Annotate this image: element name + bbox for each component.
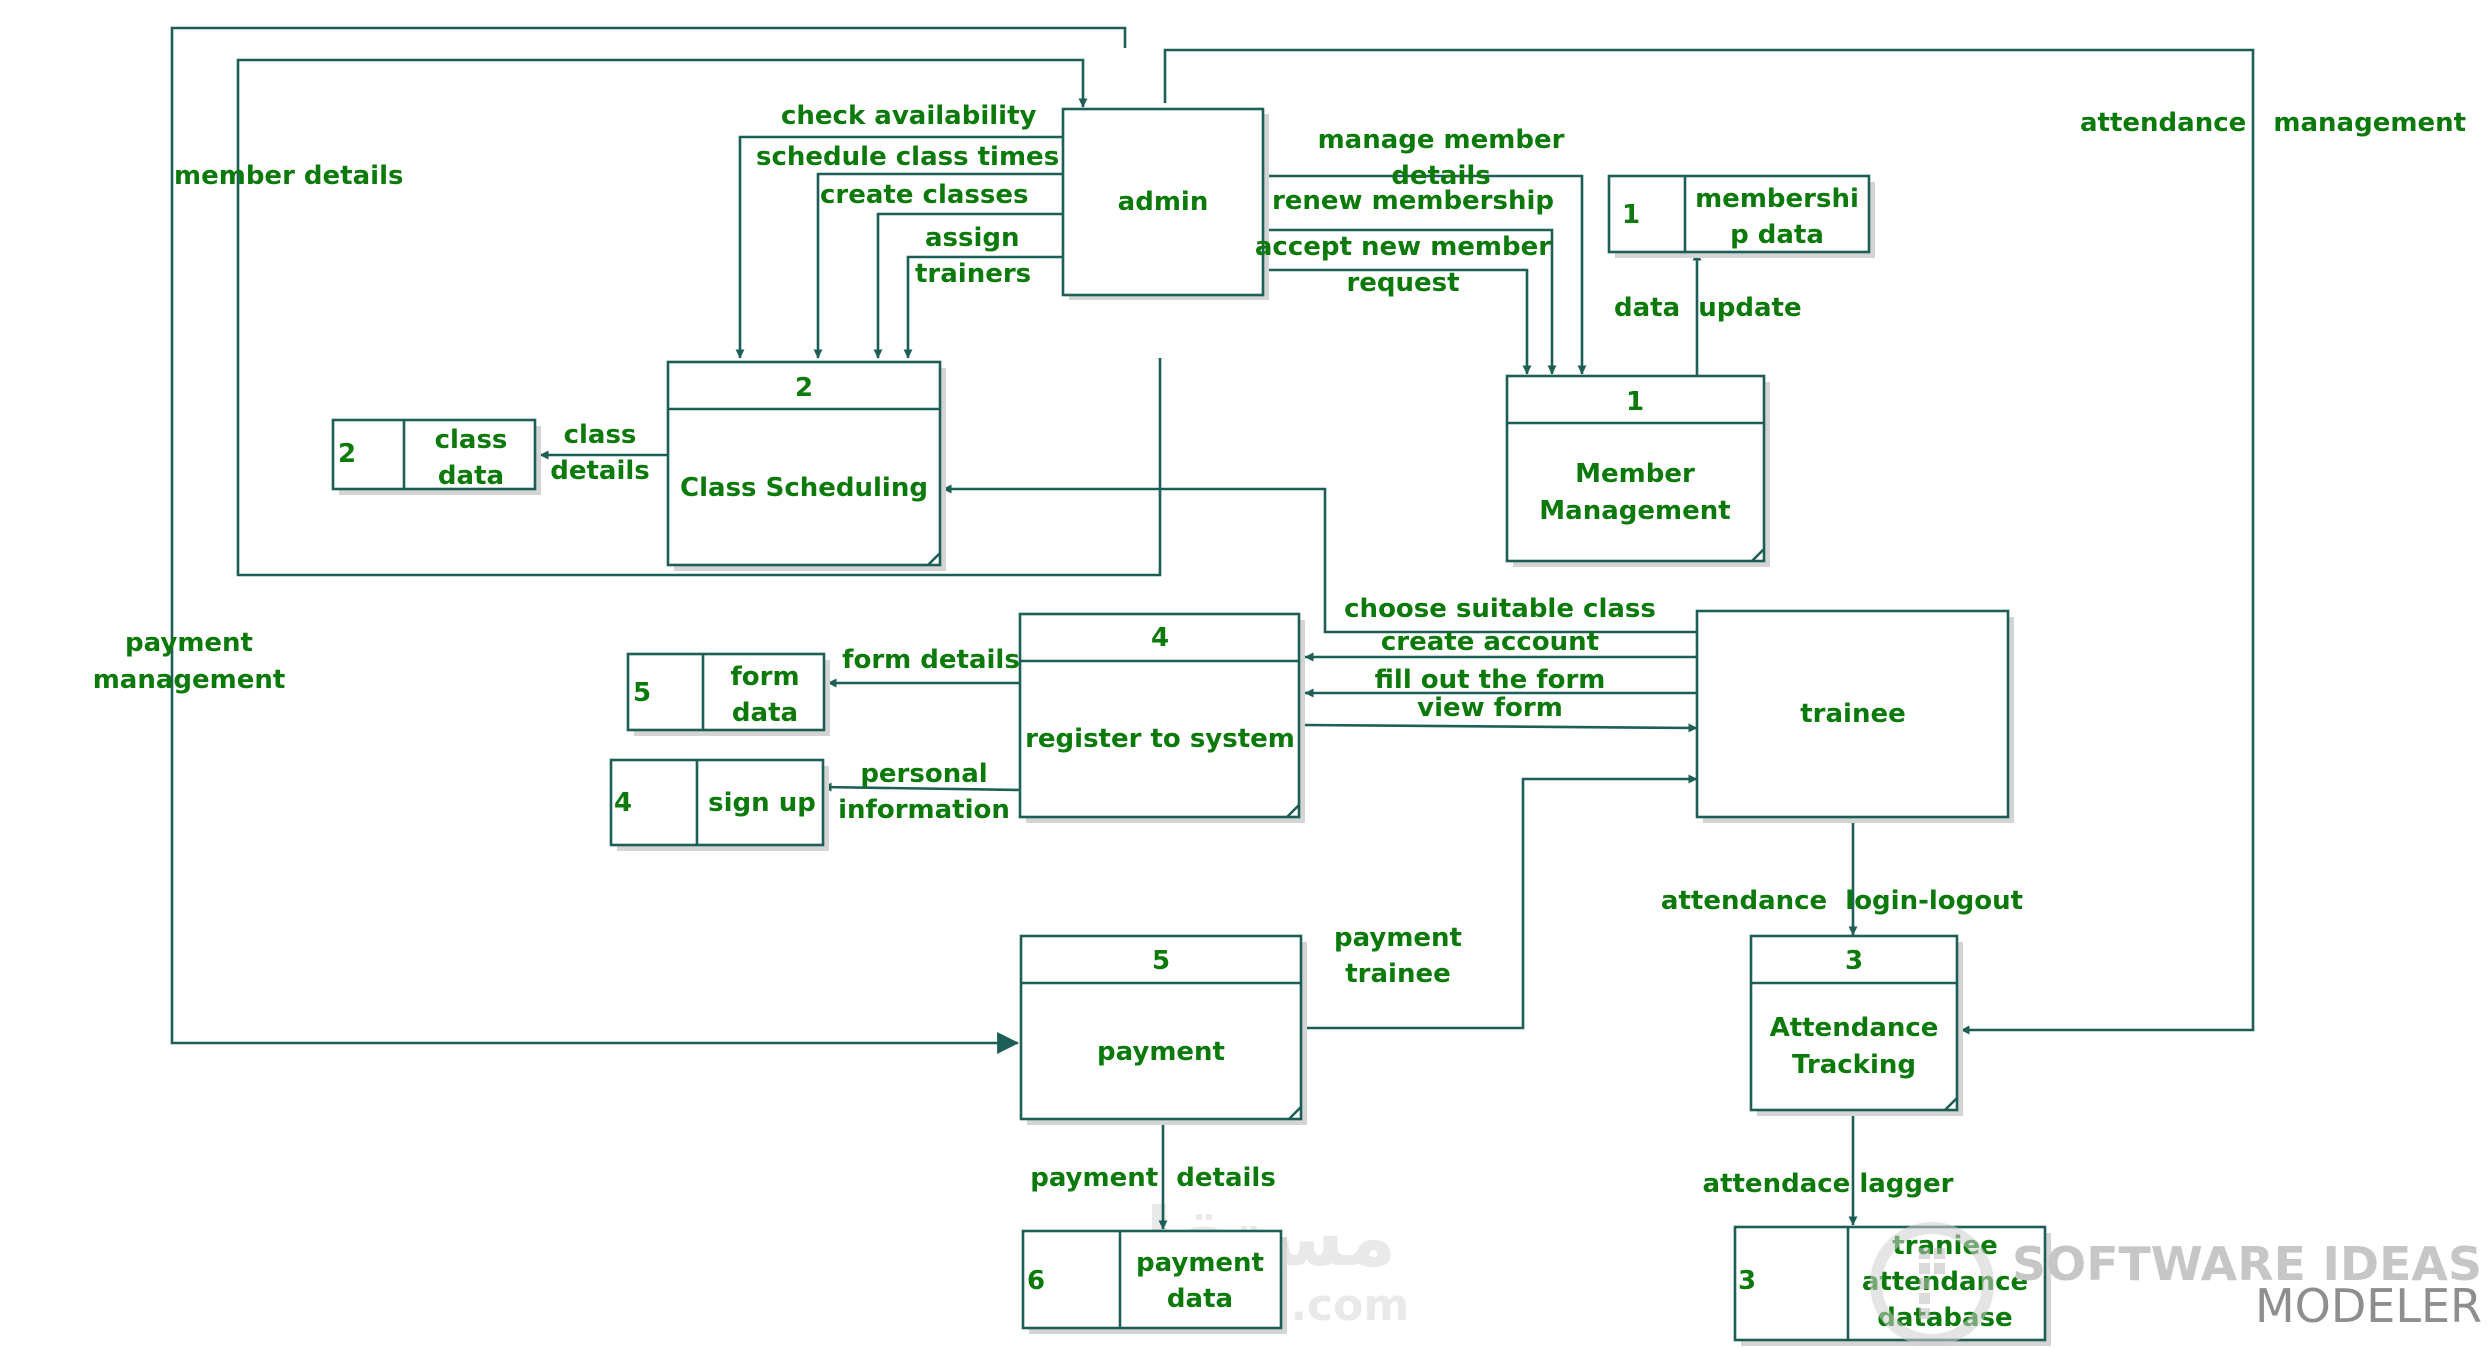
flow-personal-information <box>822 782 1021 792</box>
flow-lines <box>170 26 2255 1230</box>
label-personal: personal <box>860 759 987 789</box>
store-membership-name-line2: p data <box>1730 220 1824 250</box>
label-information: information <box>838 795 1010 825</box>
process-payment[interactable]: 5 payment <box>1019 934 1307 1125</box>
process-register-to-system[interactable]: 4 register to system <box>1018 612 1305 823</box>
store-class-data-name-line2: data <box>438 461 504 491</box>
process-register-name: register to system <box>1025 724 1295 754</box>
store-sign-up-name: sign up <box>708 788 816 818</box>
label-schedule-class-times: schedule class times <box>756 142 1059 172</box>
flow-labels: check availability schedule class times … <box>93 101 2466 1199</box>
process-payment-number: 5 <box>1152 946 1170 976</box>
flow-accept-new-member <box>1265 268 1532 375</box>
process-attendance-tracking-name-line1: Attendance <box>1770 1013 1939 1043</box>
watermark-modeler: MODELER <box>2255 1279 2482 1333</box>
label-create-classes: create classes <box>820 180 1028 210</box>
store-membership-number: 1 <box>1622 200 1640 230</box>
process-member-management-number: 1 <box>1626 387 1644 417</box>
flow-member-details <box>236 58 1162 577</box>
flow-check-availability <box>735 135 1063 359</box>
store-form-data-number: 5 <box>633 678 651 708</box>
label-member-details: member details <box>174 161 403 191</box>
label-attendance-login-logout: attendance login-logout <box>1661 886 2023 916</box>
process-member-management-name-line1: Member <box>1575 459 1695 489</box>
label-assign: assign <box>925 223 1020 253</box>
flow-view-form <box>1304 723 1698 733</box>
entity-admin[interactable]: admin <box>1061 107 1269 300</box>
store-payment-data[interactable]: 6 payment data <box>1021 1229 1287 1334</box>
label-payment-trainee-line1: payment <box>1334 923 1462 953</box>
flow-assign-trainers <box>903 255 1063 359</box>
process-payment-name: payment <box>1097 1037 1225 1067</box>
process-class-scheduling-number: 2 <box>795 373 813 403</box>
store-class-data[interactable]: 2 class data <box>331 418 541 495</box>
label-attendace-lagger: attendace lagger <box>1703 1169 1954 1199</box>
label-view-form: view form <box>1417 693 1563 723</box>
label-trainers: trainers <box>915 259 1031 289</box>
process-member-management[interactable]: 1 Member Management <box>1505 374 1770 567</box>
store-sign-up-number: 4 <box>614 788 632 818</box>
label-request: request <box>1346 268 1459 298</box>
flow-renew-membership <box>1265 228 1557 375</box>
store-payment-data-name-line1: payment <box>1136 1248 1264 1278</box>
label-payment-details: payment details <box>1030 1163 1276 1193</box>
process-attendance-tracking-number: 3 <box>1845 946 1863 976</box>
flow-choose-suitable-class <box>942 484 1697 634</box>
label-management: management <box>93 665 286 695</box>
label-attendance-management: attendance management <box>2080 108 2466 138</box>
flow-payment-trainee <box>1305 774 1698 1030</box>
store-payment-data-name-line2: data <box>1167 1284 1233 1314</box>
entity-admin-label: admin <box>1118 187 1209 217</box>
flow-create-classes <box>873 212 1063 359</box>
flow-manage-member-details <box>1265 174 1587 375</box>
label-renew-membership: renew membership <box>1272 186 1554 216</box>
entity-trainee-label: trainee <box>1800 699 1906 729</box>
label-payment: payment <box>125 628 253 658</box>
label-fill-out-form: fill out the form <box>1375 665 1606 695</box>
label-data-update: data update <box>1614 293 1802 323</box>
entity-trainee[interactable]: trainee <box>1695 609 2014 823</box>
label-class: class <box>564 420 637 450</box>
label-payment-trainee-line2: trainee <box>1345 959 1451 989</box>
modeler-logo-icon <box>1870 1222 1994 1346</box>
watermark-software-ideas-modeler: SOFTWARE IDEAS MODELER <box>1870 1222 2482 1346</box>
store-attendance-db-number: 3 <box>1738 1266 1756 1296</box>
label-check-availability: check availability <box>781 101 1036 131</box>
store-payment-data-number: 6 <box>1027 1266 1045 1296</box>
label-form-details: form details <box>842 645 1020 675</box>
flow-schedule-class-times <box>813 172 1063 359</box>
process-attendance-tracking[interactable]: 3 Attendance Tracking <box>1749 934 1963 1116</box>
flow-attendance-management <box>1163 48 2255 1035</box>
store-form-data[interactable]: 5 form data <box>626 652 830 736</box>
label-accept-new-member: accept new member <box>1255 232 1551 262</box>
label-create-account: create account <box>1381 627 1599 657</box>
process-member-management-name-line2: Management <box>1539 496 1730 526</box>
store-form-data-name-line1: form <box>730 662 799 692</box>
label-choose-suitable-class: choose suitable class <box>1344 594 1656 624</box>
store-membership-data[interactable]: 1 membershi p data <box>1607 174 1875 258</box>
process-attendance-tracking-name-line2: Tracking <box>1792 1050 1916 1080</box>
process-register-number: 4 <box>1151 623 1169 653</box>
store-form-data-name-line2: data <box>732 698 798 728</box>
process-class-scheduling[interactable]: 2 Class Scheduling <box>666 360 946 571</box>
label-manage-member-details: details <box>1391 161 1491 191</box>
process-class-scheduling-name: Class Scheduling <box>680 473 928 503</box>
store-class-data-number: 2 <box>338 439 356 469</box>
store-sign-up[interactable]: 4 sign up <box>609 758 829 851</box>
store-class-data-name-line1: class <box>435 425 508 455</box>
flow-payment-management <box>170 26 1127 1054</box>
label-manage-member: manage member <box>1318 125 1565 155</box>
watermark-software-ideas: SOFTWARE IDEAS <box>2012 1237 2482 1291</box>
store-membership-name-line1: membershi <box>1695 184 1859 214</box>
label-details: details <box>550 456 650 486</box>
